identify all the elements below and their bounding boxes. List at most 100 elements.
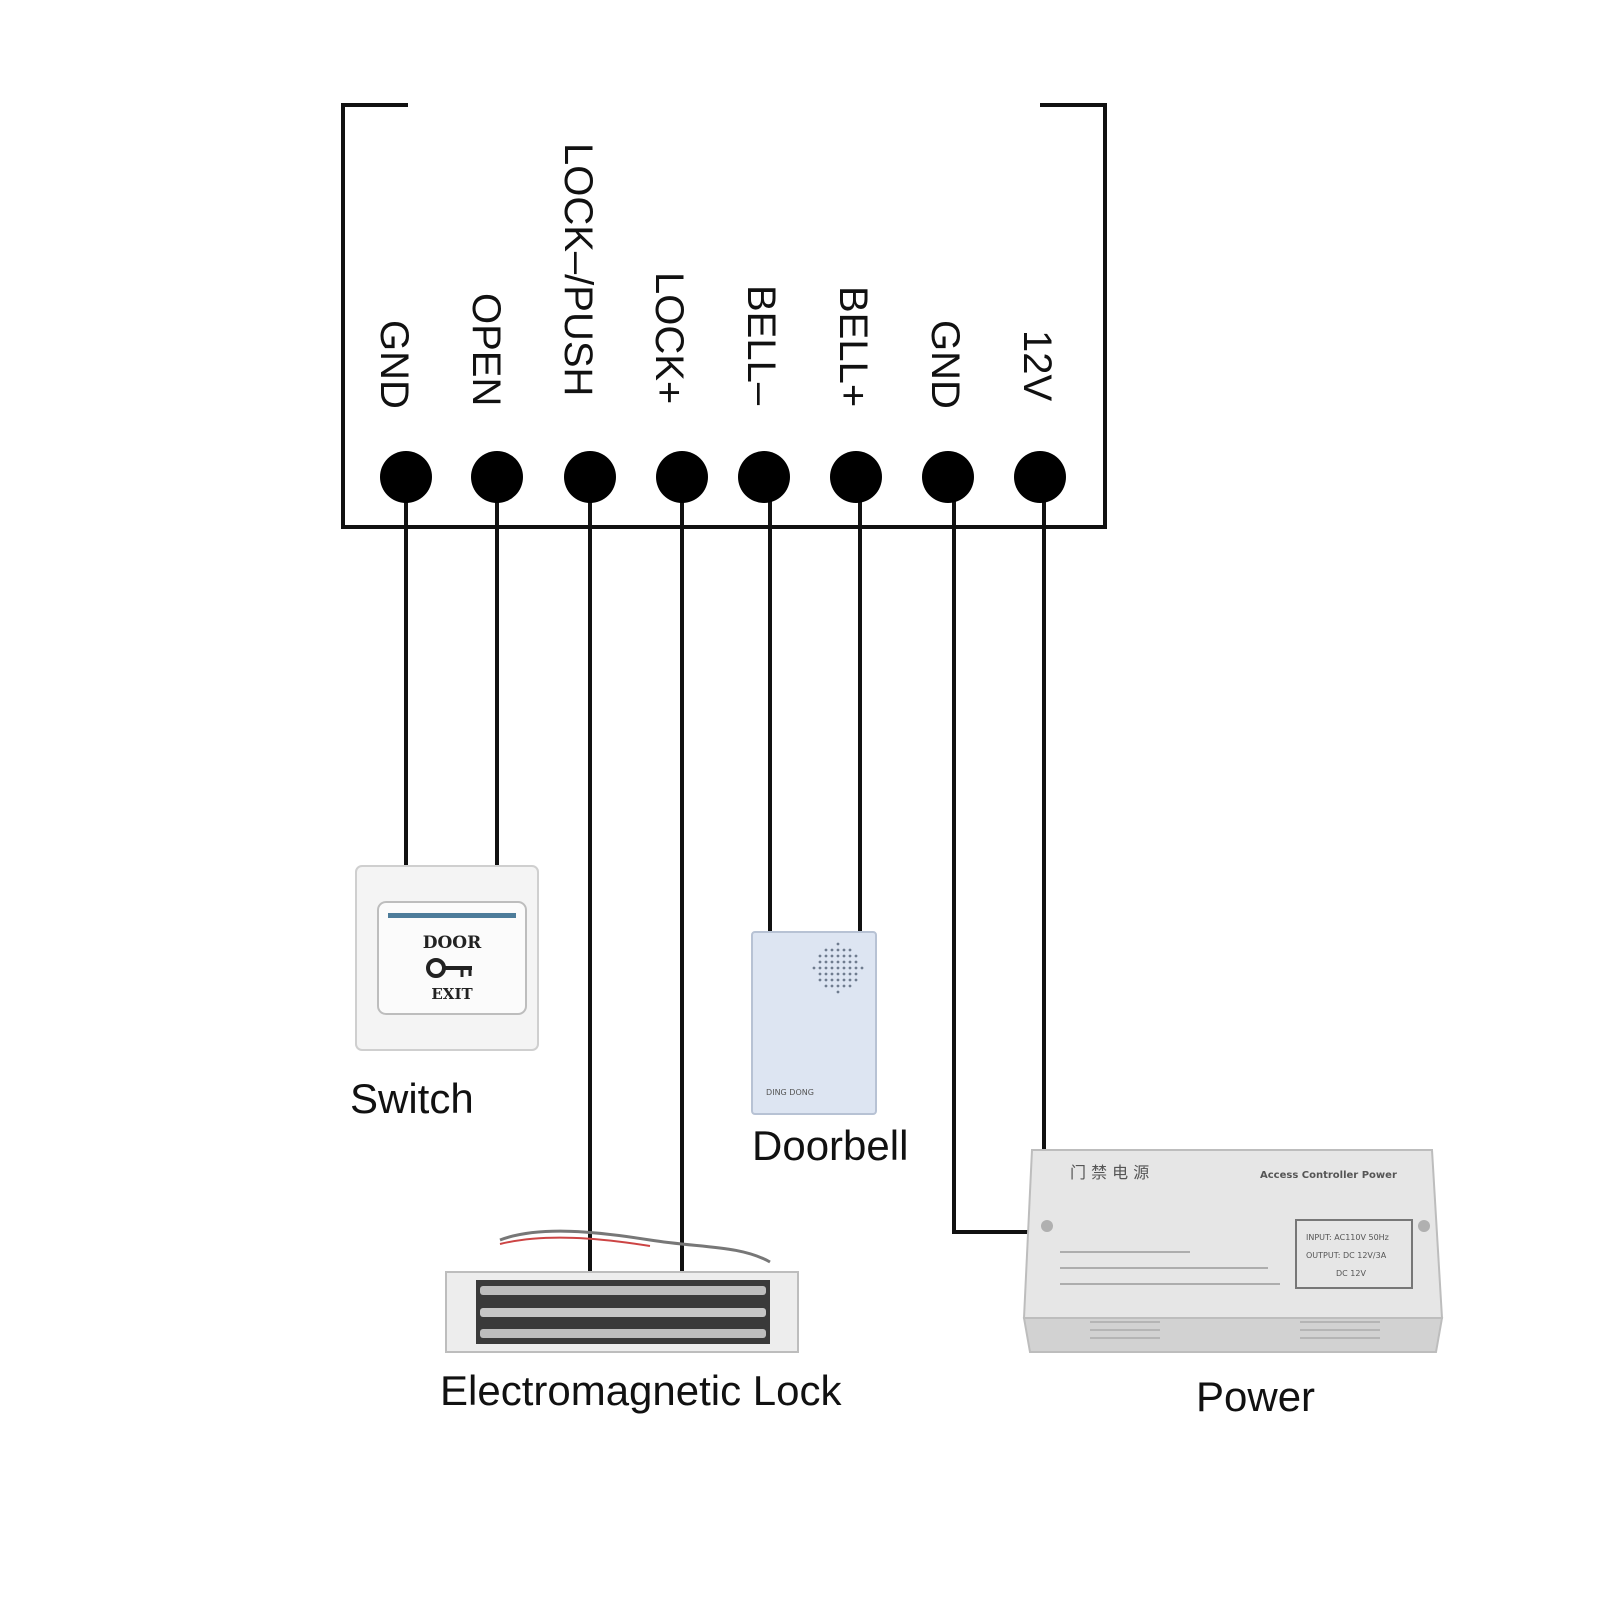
- speaker-hole: [854, 966, 858, 970]
- power-spec-3: DC 12V: [1336, 1269, 1366, 1278]
- terminal-lock-plus: [656, 451, 708, 503]
- terminals: [380, 451, 1066, 503]
- doorbell-body: [751, 931, 877, 1115]
- terminal-bell-plus: [830, 451, 882, 503]
- doorbell-speaker-grille: [812, 942, 864, 994]
- lock-cable: [499, 1229, 771, 1264]
- terminal-label-bell-minus: BELL–: [739, 285, 783, 406]
- speaker-hole: [836, 948, 840, 952]
- controller-box-outline: [341, 103, 1107, 529]
- power-vents: [1090, 1321, 1380, 1339]
- power-fine-print: [1060, 1251, 1280, 1285]
- speaker-hole: [848, 954, 852, 958]
- speaker-hole: [848, 948, 852, 952]
- switch-indicator-strip: [388, 913, 516, 918]
- speaker-hole: [854, 960, 858, 964]
- power-spec-2: OUTPUT: DC 12V/3A: [1306, 1251, 1387, 1260]
- speaker-hole: [818, 960, 822, 964]
- terminal-label-12v: 12V: [1015, 330, 1059, 401]
- doorbell-badge: DING DONG: [766, 1088, 814, 1097]
- speaker-hole: [836, 960, 840, 964]
- terminal-gnd: [380, 451, 432, 503]
- switch-label: Switch: [350, 1075, 474, 1122]
- terminal-labels: GND OPEN LOCK–/PUSH LOCK+ BELL– BELL+ GN…: [372, 143, 1059, 409]
- speaker-hole: [824, 966, 828, 970]
- power-label: Power: [1196, 1373, 1315, 1420]
- speaker-hole: [836, 984, 840, 988]
- power-title-en: Access Controller Power: [1260, 1170, 1397, 1181]
- speaker-hole: [848, 960, 852, 964]
- speaker-hole: [836, 990, 840, 994]
- speaker-hole: [854, 972, 858, 976]
- terminal-label-bell-plus: BELL+: [831, 286, 875, 407]
- speaker-hole: [836, 966, 840, 970]
- terminal-label-gnd: GND: [372, 320, 416, 409]
- speaker-hole: [818, 954, 822, 958]
- speaker-hole: [824, 948, 828, 952]
- speaker-hole: [842, 948, 846, 952]
- doorbell-label: Doorbell: [752, 1122, 908, 1169]
- wire-gnd-power: [952, 477, 1030, 1234]
- speaker-hole: [842, 960, 846, 964]
- wires: [404, 477, 1046, 1272]
- lock-label: Electromagnetic Lock: [440, 1367, 843, 1414]
- power-screw-right: [1418, 1220, 1430, 1232]
- terminal-12v: [1014, 451, 1066, 503]
- terminal-open: [471, 451, 523, 503]
- speaker-hole: [836, 954, 840, 958]
- terminal-gnd-2: [922, 451, 974, 503]
- terminal-label-lock-plus: LOCK+: [647, 272, 691, 404]
- lock-magnet-bar-2: [480, 1308, 766, 1317]
- speaker-hole: [830, 960, 834, 964]
- speaker-hole: [848, 966, 852, 970]
- terminal-label-open: OPEN: [464, 293, 508, 406]
- exit-switch-device: DOOR EXIT: [355, 865, 539, 1051]
- switch-exit-text: EXIT: [431, 985, 473, 1003]
- speaker-hole: [836, 972, 840, 976]
- doorbell-device: DING DONG: [751, 931, 877, 1115]
- lock-magnet-bar-1: [480, 1286, 766, 1295]
- power-screw-left: [1041, 1220, 1053, 1232]
- speaker-hole: [842, 972, 846, 976]
- speaker-hole: [818, 978, 822, 982]
- speaker-hole: [830, 966, 834, 970]
- terminal-lock-push: [564, 451, 616, 503]
- speaker-hole: [842, 984, 846, 988]
- speaker-hole: [830, 978, 834, 982]
- speaker-hole: [848, 984, 852, 988]
- speaker-hole: [842, 966, 846, 970]
- power-body-side: [1022, 1317, 1444, 1353]
- speaker-hole: [836, 942, 840, 946]
- speaker-hole: [830, 948, 834, 952]
- speaker-hole: [842, 954, 846, 958]
- speaker-hole: [818, 966, 822, 970]
- speaker-hole: [848, 972, 852, 976]
- speaker-hole: [860, 966, 864, 970]
- speaker-hole: [824, 972, 828, 976]
- speaker-hole: [818, 972, 822, 976]
- power-spec-box: [1295, 1219, 1413, 1289]
- speaker-hole: [824, 984, 828, 988]
- power-spec-1: INPUT: AC110V 50Hz: [1306, 1233, 1389, 1242]
- speaker-hole: [830, 984, 834, 988]
- speaker-hole: [842, 978, 846, 982]
- switch-door-text: DOOR: [423, 933, 482, 953]
- terminal-bell-minus: [738, 451, 790, 503]
- speaker-hole: [854, 978, 858, 982]
- electromagnetic-lock-device: [445, 1229, 799, 1353]
- key-icon: [426, 958, 472, 978]
- speaker-hole: [830, 954, 834, 958]
- speaker-hole: [824, 960, 828, 964]
- lock-magnet-bar-3: [480, 1329, 766, 1338]
- speaker-hole: [824, 978, 828, 982]
- speaker-hole: [812, 966, 816, 970]
- speaker-hole: [836, 978, 840, 982]
- power-supply-device: 门 禁 电 源 Access Controller Power INPUT: A…: [1022, 1149, 1444, 1353]
- speaker-hole: [848, 978, 852, 982]
- terminal-label-lock-push: LOCK–/PUSH: [556, 143, 600, 396]
- switch-button: [377, 901, 527, 1015]
- lock-cable-red: [499, 1236, 651, 1247]
- speaker-hole: [824, 954, 828, 958]
- power-title-cn: 门 禁 电 源: [1070, 1163, 1149, 1182]
